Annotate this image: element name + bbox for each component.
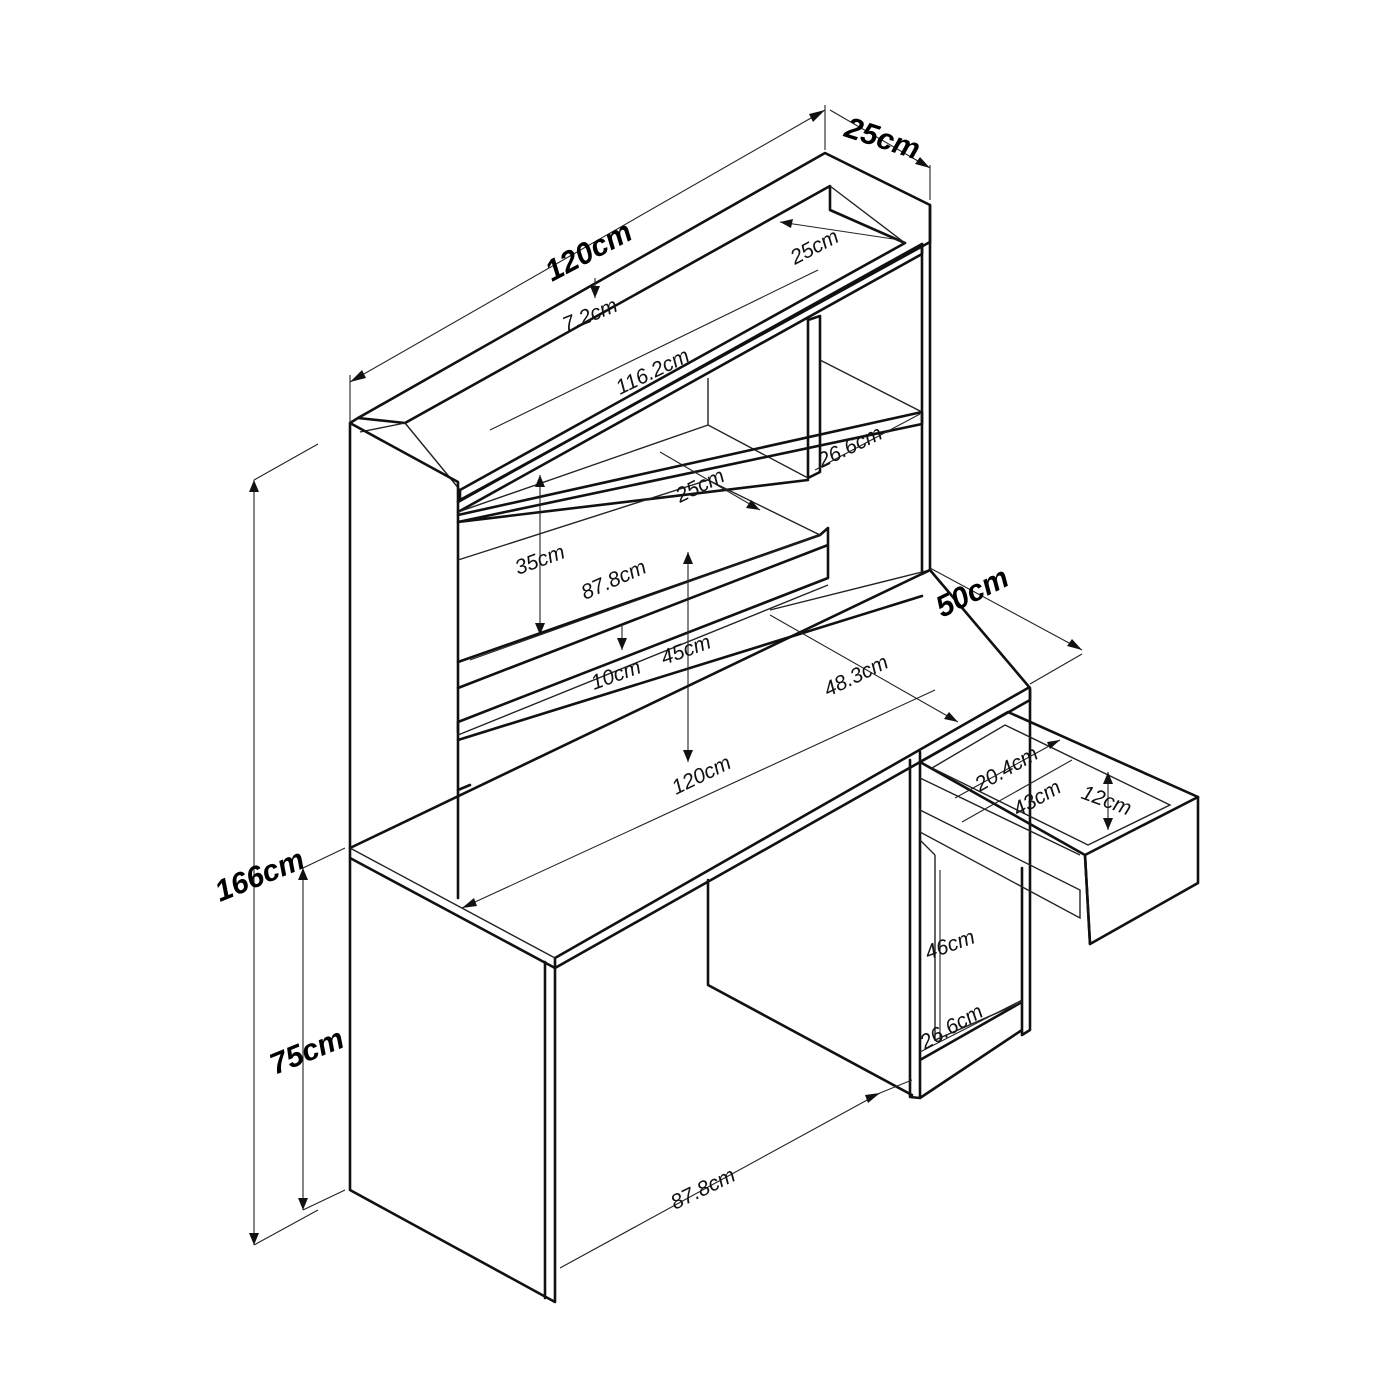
hutch-left-panel [348,416,460,900]
open-drawer [918,710,1200,946]
label-drawer-depth: 43cm [1009,776,1065,822]
label-total-height: 166cm [210,843,309,909]
desk-modesty-panel [706,878,914,1097]
drawer-cabinet [908,688,1032,1100]
hutch-front-rail [456,594,924,792]
desk [348,568,1200,1304]
hutch [348,151,932,900]
hutch-right-panel [920,203,932,576]
dimension-lines [249,105,1113,1269]
label-desk-inner-depth: 48.3cm [820,651,892,702]
desk-left-leg [348,856,557,1304]
label-knee-width: 87.8cm [667,1164,739,1215]
label-desk-width: 120cm [668,751,735,799]
label-top-shelf-depth: 25cm [786,225,843,270]
label-inner-width: 116.2cm [612,344,693,399]
hutch-divider [806,314,822,480]
hutch-middle-shelf [456,410,924,524]
label-desk-height: 75cm [265,1022,349,1081]
label-hutch-depth: 25cm [840,111,924,166]
label-hutch-width: 120cm [540,215,638,288]
label-desk-depth: 50cm [931,561,1014,624]
label-cabinet-height: 46cm [922,926,978,965]
label-drawer-height: 12cm [1078,781,1134,820]
hutch-upper-shelf [456,242,924,514]
label-top-gap: 7.2cm [559,294,621,337]
